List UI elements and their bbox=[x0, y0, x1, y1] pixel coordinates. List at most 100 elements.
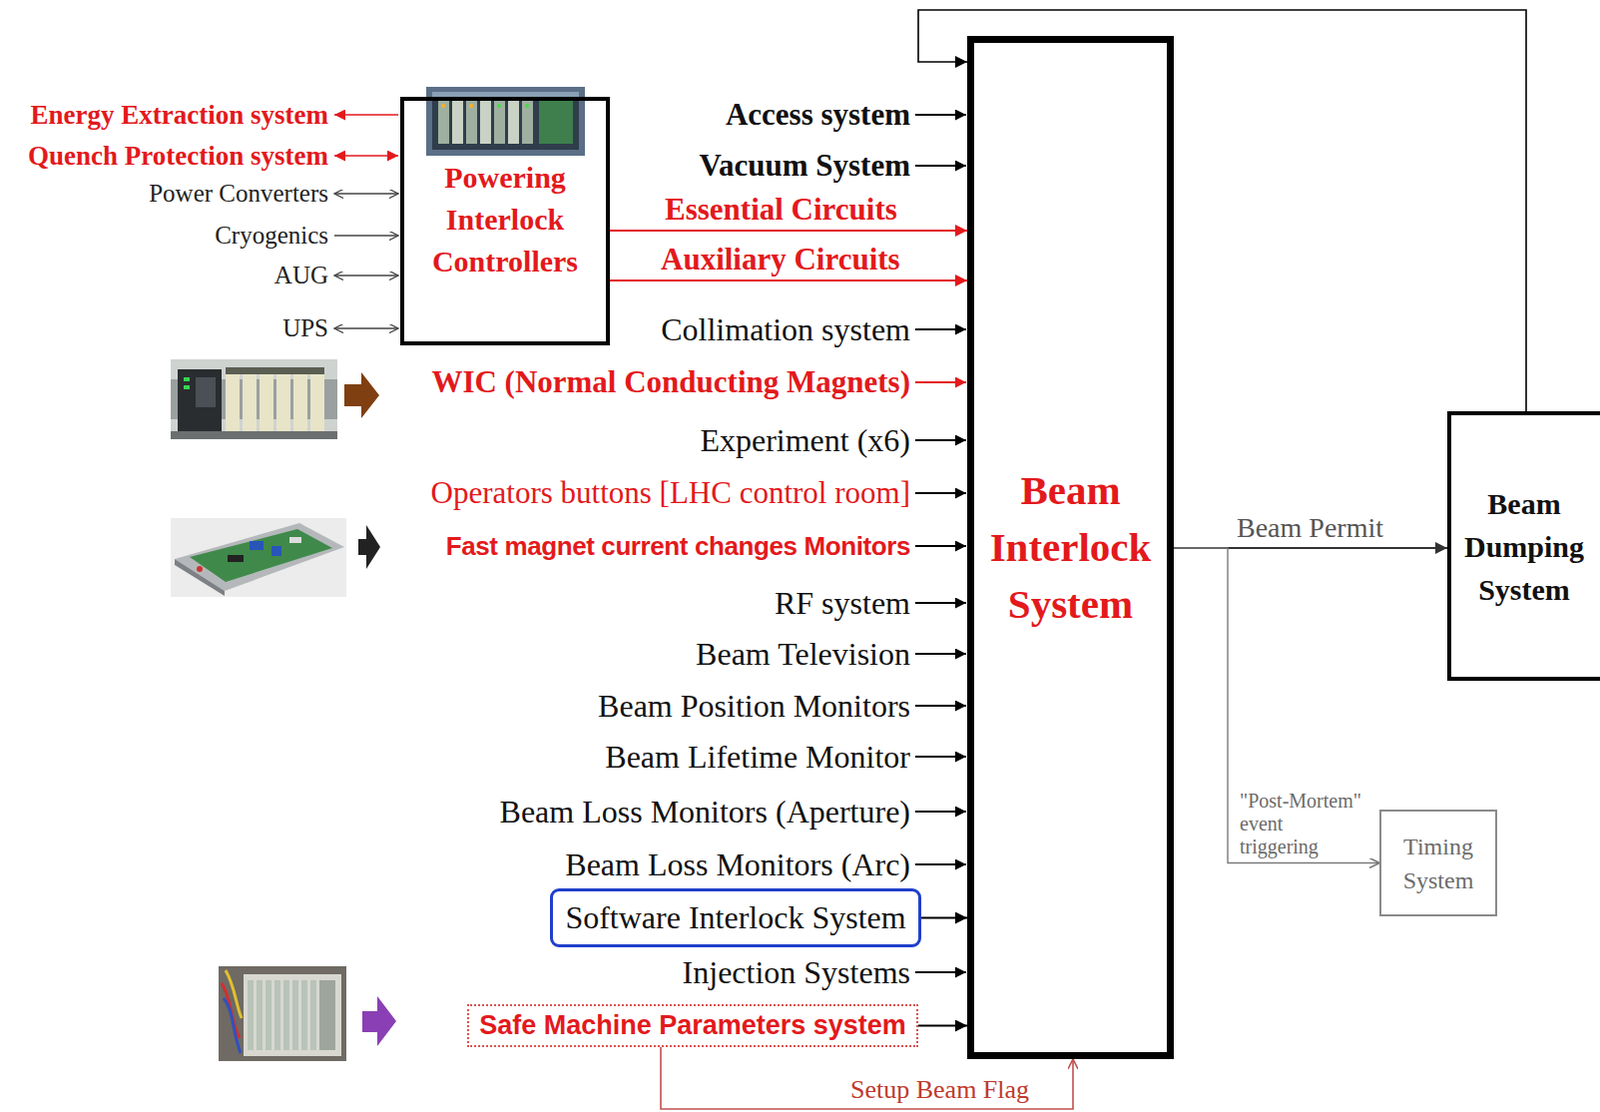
status-led bbox=[469, 103, 474, 108]
connector bbox=[609, 229, 968, 232]
signal-label: Beam Loss Monitors (Aperture) bbox=[500, 793, 911, 831]
photo-ground bbox=[170, 359, 338, 440]
signal-arrow bbox=[334, 327, 399, 329]
signal-arrows-right bbox=[915, 114, 967, 973]
input-arrow bbox=[915, 328, 967, 331]
connector-label: Setup Beam Flag bbox=[848, 1074, 1032, 1105]
signal-arrow bbox=[334, 192, 399, 194]
rack-module bbox=[438, 99, 450, 144]
card bbox=[274, 980, 281, 1051]
signal-label: Operators buttons [LHC control room] bbox=[431, 475, 911, 512]
signal-label: Fast magnet current changes Monitors bbox=[446, 531, 911, 562]
connector bbox=[609, 279, 968, 282]
card bbox=[319, 980, 336, 1051]
signal-arrows-left bbox=[334, 114, 399, 329]
cable bbox=[225, 970, 242, 1019]
signal-label: Vacuum System bbox=[698, 147, 911, 184]
signal-label: Experiment (x6) bbox=[699, 422, 911, 460]
input-arrow bbox=[915, 704, 967, 707]
signal-arrow bbox=[334, 234, 399, 236]
signal-label: Collimation system bbox=[660, 311, 911, 349]
plc-photo bbox=[170, 359, 338, 440]
connector bbox=[921, 917, 968, 920]
signal-label: Beam Position Monitors bbox=[597, 687, 911, 725]
box-text: Powering Interlock Controllers bbox=[414, 156, 596, 283]
rack-module bbox=[466, 99, 478, 144]
signal-label: Injection Systems bbox=[682, 954, 911, 992]
signal-label: Beam Television bbox=[695, 635, 911, 673]
card bbox=[265, 980, 272, 1051]
box-text: Safe Machine Parameters system bbox=[479, 1009, 907, 1042]
software-interlock-box: Software Interlock System bbox=[549, 888, 922, 948]
pointer-arrow bbox=[362, 996, 397, 1047]
interlock-box: Beam Interlock System bbox=[967, 35, 1174, 1060]
input-arrow bbox=[915, 755, 967, 758]
card bbox=[256, 980, 263, 1051]
connector bbox=[918, 1025, 968, 1028]
parameters-box: Safe Machine Parameters system bbox=[467, 1004, 919, 1048]
box-text: Beam Dumping System bbox=[1451, 482, 1598, 611]
input-arrow bbox=[915, 652, 967, 655]
rack-module bbox=[452, 99, 464, 144]
signal-label: Energy Extraction system bbox=[30, 99, 329, 131]
signal-label: AUG bbox=[274, 261, 329, 290]
card bbox=[283, 980, 290, 1051]
input-arrow bbox=[915, 810, 967, 813]
plc-module-top bbox=[225, 367, 325, 375]
input-arrow bbox=[915, 601, 967, 604]
status-led bbox=[497, 103, 502, 108]
plc-module bbox=[242, 367, 257, 432]
component bbox=[271, 545, 282, 556]
connector bbox=[196, 565, 203, 572]
signal-label: WIC (Normal Conducting Magnets) bbox=[431, 364, 911, 401]
connector-label: Auxiliary Circuits bbox=[658, 241, 903, 278]
pointer-arrow bbox=[358, 525, 381, 569]
pointer-arrow bbox=[344, 372, 380, 419]
monitor-photo bbox=[170, 518, 347, 597]
signal-arrow bbox=[334, 274, 399, 276]
plc-module bbox=[259, 367, 274, 432]
signal-label: Beam Lifetime Monitor bbox=[604, 738, 911, 776]
photo-ground bbox=[170, 518, 347, 597]
component bbox=[249, 540, 264, 550]
card bbox=[310, 980, 317, 1051]
signal-label: Beam Loss Monitors (Arc) bbox=[564, 846, 911, 884]
rack-module bbox=[538, 99, 573, 144]
photo-ground bbox=[218, 966, 347, 1062]
status-led bbox=[183, 385, 190, 390]
box-text: Beam Interlock System bbox=[976, 462, 1166, 633]
input-arrow bbox=[915, 113, 967, 116]
connector-label: Essential Circuits bbox=[662, 191, 900, 228]
dump-box: Beam Dumping System bbox=[1447, 411, 1600, 681]
signal-label: UPS bbox=[282, 314, 329, 343]
input-arrow bbox=[915, 863, 967, 866]
crate-photo bbox=[218, 966, 347, 1062]
component bbox=[289, 536, 302, 543]
component bbox=[227, 554, 244, 562]
rack-module bbox=[480, 99, 492, 144]
signal-label: Power Converters bbox=[148, 179, 329, 208]
input-arrow bbox=[915, 164, 967, 167]
signal-arrow bbox=[334, 113, 399, 116]
plc-module bbox=[225, 367, 240, 432]
connector-label: Beam Permit bbox=[1234, 512, 1386, 544]
status-led bbox=[183, 377, 190, 382]
signal-label: Access system bbox=[725, 96, 911, 133]
signal-arrow bbox=[334, 154, 399, 157]
rack-module bbox=[494, 99, 506, 144]
timing-box: Timing System bbox=[1379, 809, 1498, 917]
signal-label: Quench Protection system bbox=[27, 140, 329, 172]
card bbox=[301, 980, 308, 1051]
box-text: Timing System bbox=[1384, 829, 1493, 898]
connector bbox=[1173, 547, 1380, 864]
front-panel bbox=[174, 558, 225, 596]
controller-box: Powering Interlock Controllers bbox=[400, 96, 610, 346]
input-arrow bbox=[915, 439, 967, 442]
connector-label: "Post-Mortem" event triggering bbox=[1237, 789, 1367, 859]
plc-cpu bbox=[177, 369, 222, 432]
input-arrow bbox=[915, 971, 967, 974]
card bbox=[292, 980, 299, 1051]
status-led bbox=[441, 103, 446, 108]
plc-module bbox=[276, 367, 291, 432]
crate bbox=[243, 974, 342, 1057]
